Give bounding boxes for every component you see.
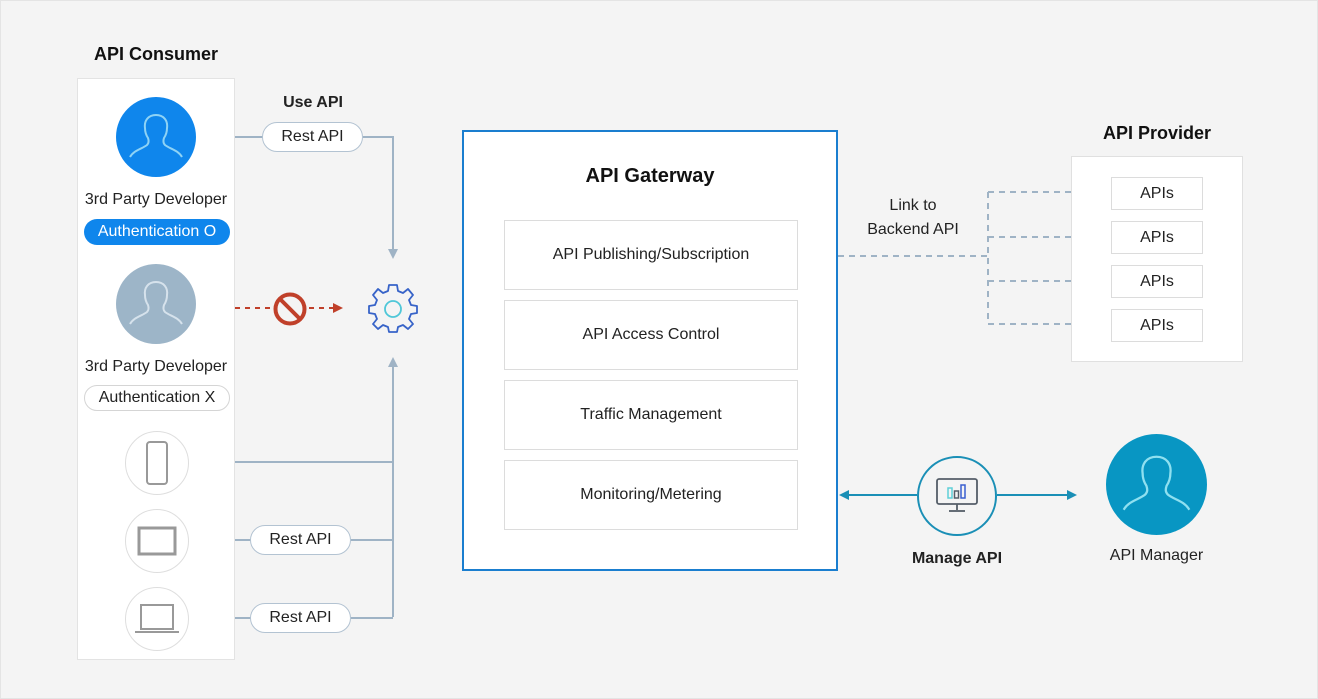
device-laptop[interactable] [125, 587, 189, 651]
api-manager-label: API Manager [1109, 547, 1204, 564]
manage-api-node[interactable] [917, 456, 997, 536]
gateway-module-publishing[interactable]: API Publishing/Subscription [504, 220, 798, 290]
user-icon [1122, 455, 1191, 511]
auth-badge-x: Authentication X [84, 385, 230, 411]
blocked-indicator [272, 291, 308, 327]
gateway-module-monitoring[interactable]: Monitoring/Metering [504, 460, 798, 530]
provider-panel: APIs APIs APIs APIs [1071, 156, 1243, 362]
trunk-arrow-up [388, 357, 398, 367]
provider-api-1[interactable]: APIs [1111, 177, 1203, 210]
backend-link-label-line2: Backend API [867, 221, 959, 238]
gateway-module-traffic[interactable]: Traffic Management [504, 380, 798, 450]
provider-api-3[interactable]: APIs [1111, 265, 1203, 298]
provider-api-4[interactable]: APIs [1111, 309, 1203, 342]
api-gateway: API Gaterway API Publishing/Subscription… [462, 130, 838, 571]
api-engine [367, 284, 419, 334]
gear-icon [368, 284, 418, 333]
rest-api-pill-top: Rest API [262, 122, 363, 152]
device-smartphone[interactable] [125, 431, 189, 495]
use-api-label: Use API [283, 94, 343, 111]
provider-api-2[interactable]: APIs [1111, 221, 1203, 254]
developer-avatar-unauthenticated[interactable] [116, 264, 196, 344]
laptop-icon [135, 604, 179, 633]
consumer-title: API Consumer [93, 44, 219, 64]
rest-api-pill-tablet: Rest API [250, 525, 351, 555]
auth-badge-o: Authentication O [84, 219, 230, 245]
api-manager-avatar[interactable] [1106, 434, 1207, 535]
rest-api-pill-laptop: Rest API [250, 603, 351, 633]
device-tablet[interactable] [125, 509, 189, 573]
user-icon [129, 114, 183, 158]
monitor-chart-icon [936, 478, 978, 512]
prohibited-icon [273, 292, 307, 326]
provider-title: API Provider [1102, 123, 1212, 143]
gateway-module-access-control[interactable]: API Access Control [504, 300, 798, 370]
developer-avatar-authenticated[interactable] [116, 97, 196, 177]
user-icon [129, 281, 183, 325]
manage-api-label: Manage API [911, 550, 1003, 567]
consumer-panel: 3rd Party Developer Authentication O 3rd… [77, 78, 235, 660]
use-api-line [363, 136, 398, 259]
gateway-title: API Gaterway [585, 165, 715, 187]
developer-name-2: 3rd Party Developer [84, 358, 228, 375]
backend-link-label-line1: Link to [889, 197, 937, 214]
smartphone-icon [146, 441, 168, 485]
developer-name-1: 3rd Party Developer [84, 191, 228, 208]
tablet-icon [137, 526, 177, 556]
